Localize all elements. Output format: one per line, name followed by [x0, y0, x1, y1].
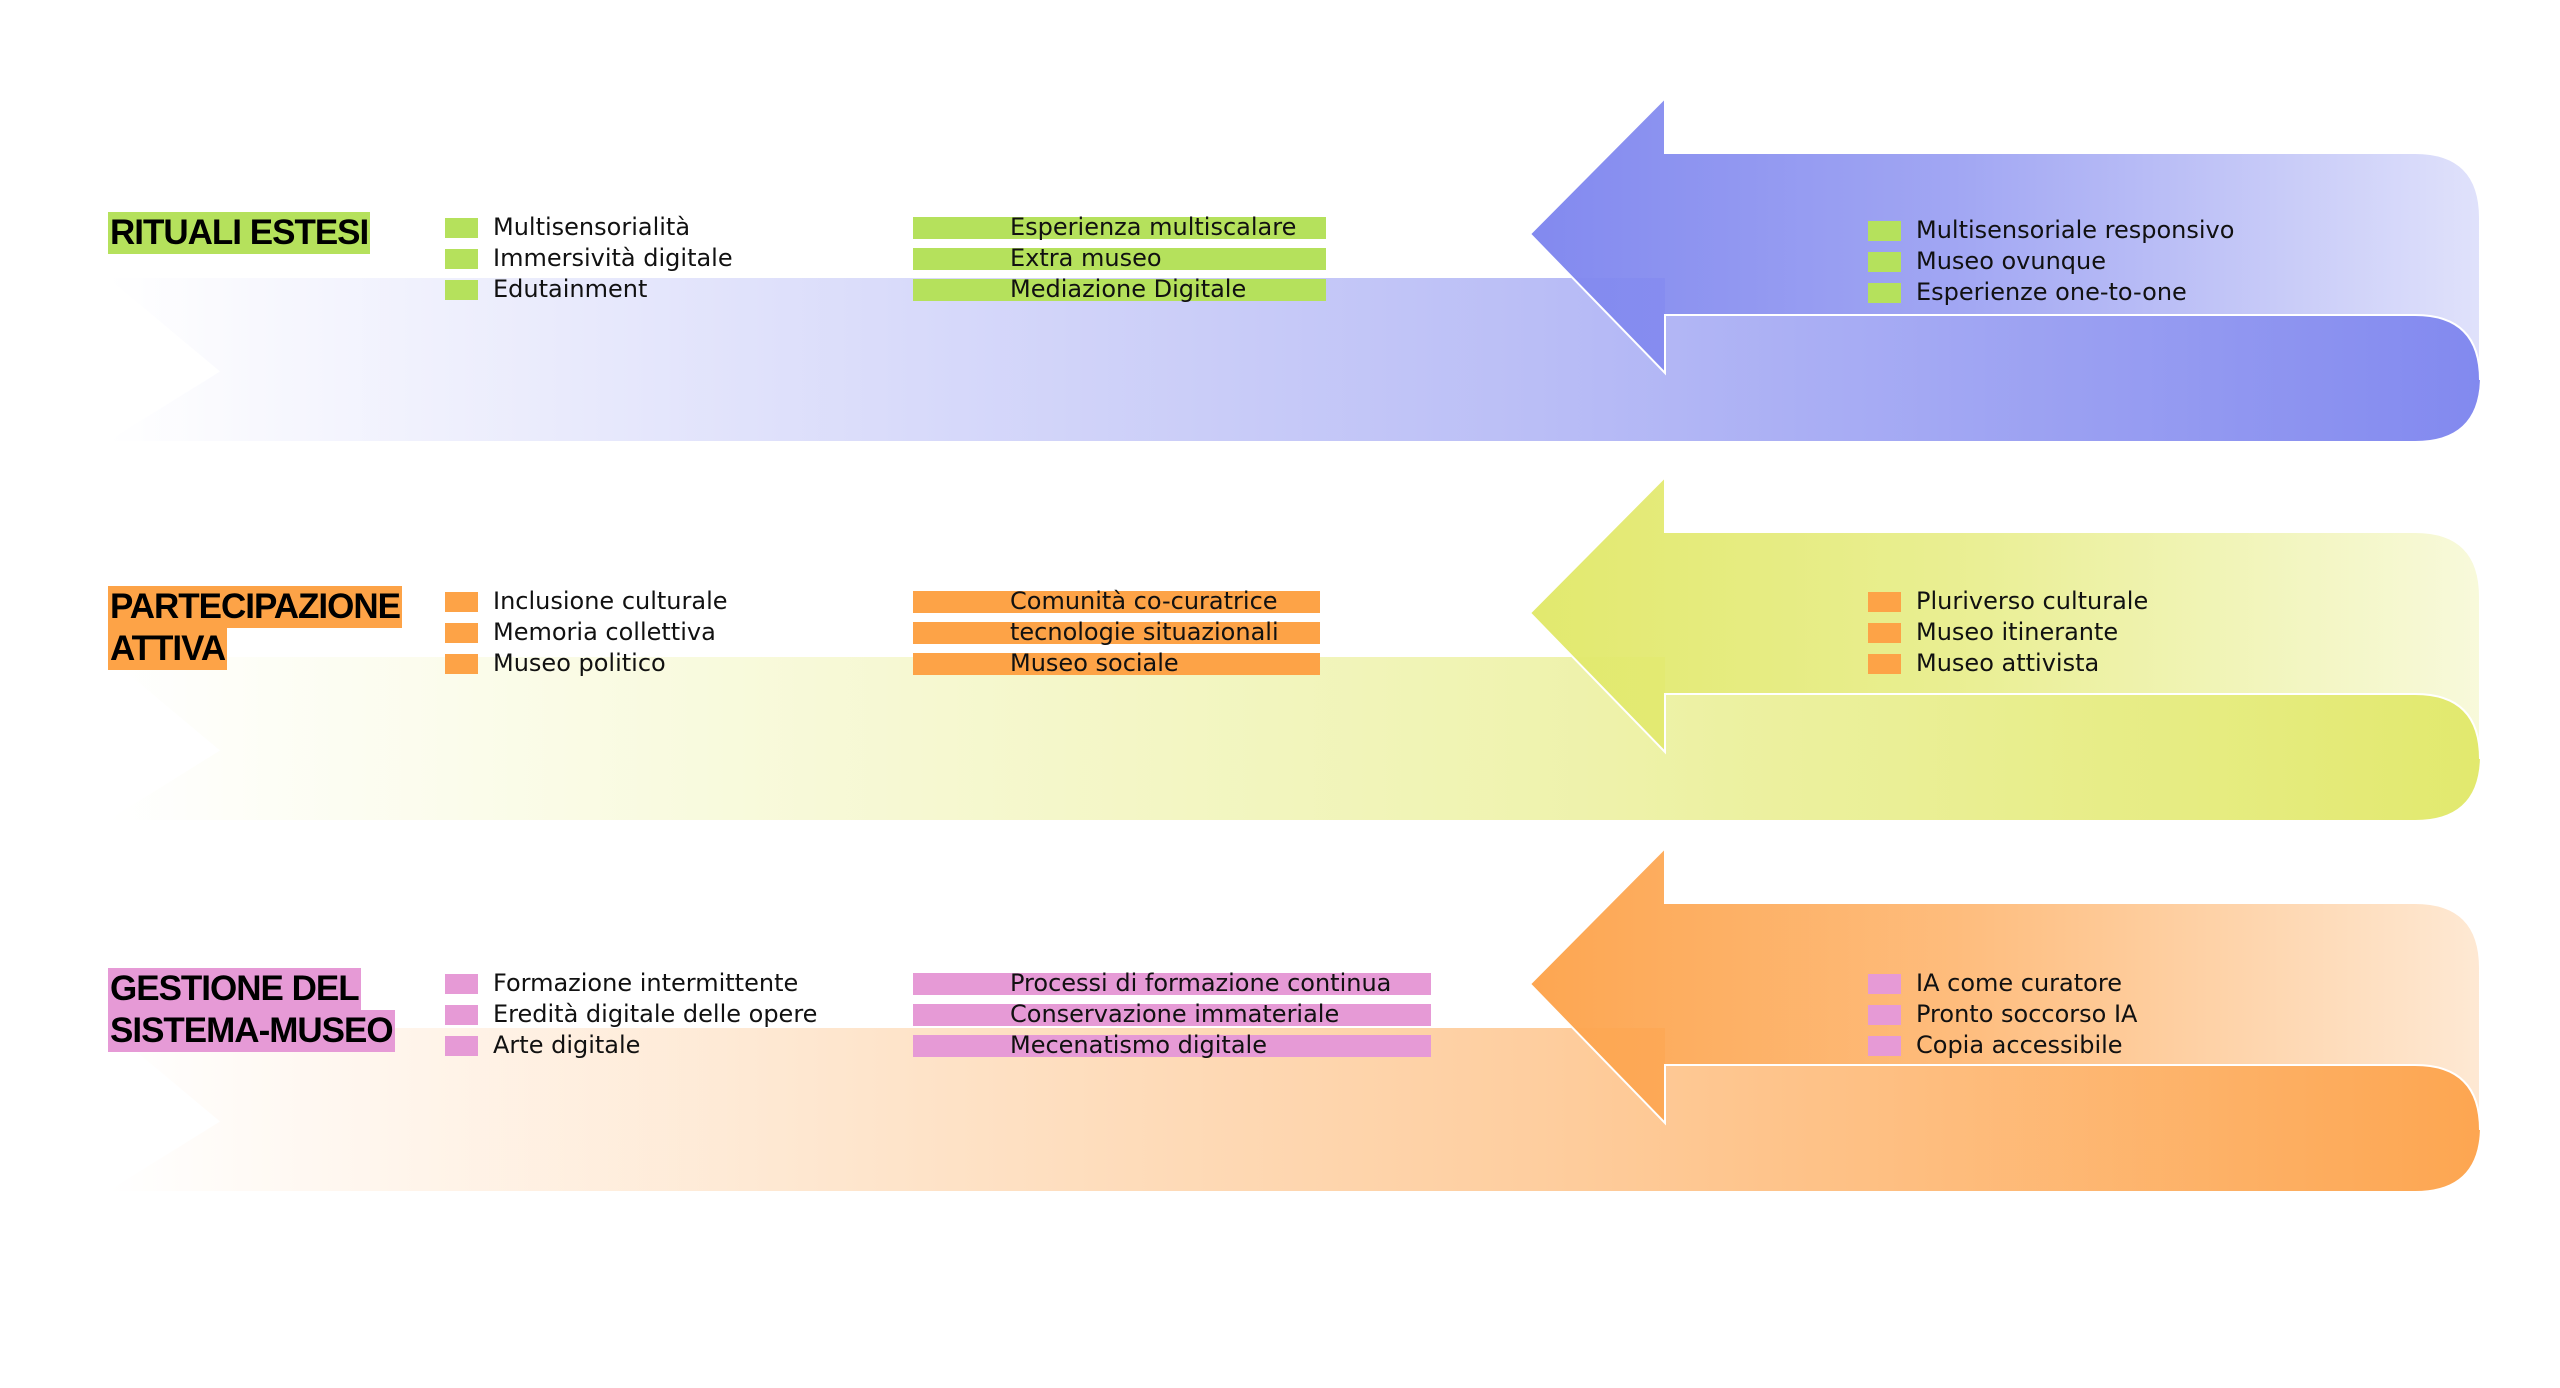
- list-item-label: Formazione intermittente: [493, 969, 799, 997]
- marker-square: [1868, 221, 1901, 241]
- list-item-label: Esperienza multiscalare: [1010, 213, 1297, 241]
- list-item-label: Arte digitale: [493, 1031, 641, 1059]
- marker-square: [445, 623, 478, 643]
- highlight-bar: [913, 1035, 1431, 1057]
- list-item-label: Pluriverso culturale: [1916, 587, 2149, 615]
- row-title: RITUALI ESTESI: [108, 212, 371, 254]
- list-item-label: Museo attivista: [1916, 649, 2100, 677]
- list-item-label: Inclusione culturale: [493, 587, 728, 615]
- marker-square: [445, 592, 478, 612]
- row-title: GESTIONE DEL SISTEMA-MUSEO: [108, 968, 395, 1052]
- highlight-bar: [913, 1004, 1431, 1026]
- row-title-line: ATTIVA: [108, 628, 228, 670]
- list-item-label: Immersività digitale: [493, 244, 733, 272]
- row-title-line: GESTIONE DEL: [108, 968, 361, 1010]
- marker-square: [445, 280, 478, 300]
- row-title: PARTECIPAZIONE ATTIVA: [108, 586, 402, 670]
- list-item-label: Museo politico: [493, 649, 666, 677]
- list-item-label: Museo sociale: [1010, 649, 1179, 677]
- return-arrow: [1528, 474, 2481, 760]
- flow-band: [108, 657, 2480, 820]
- highlight-bar: [913, 973, 1431, 995]
- marker-square: [1868, 252, 1901, 272]
- list-item-label: Memoria collettiva: [493, 618, 716, 646]
- marker-square: [1868, 1036, 1901, 1056]
- list-item-label: Conservazione immateriale: [1010, 1000, 1340, 1028]
- marker-square: [1868, 974, 1901, 994]
- marker-square: [1868, 623, 1901, 643]
- marker-square: [445, 1036, 478, 1056]
- list-item-label: Museo ovunque: [1916, 247, 2107, 275]
- list-item-label: Eredità digitale delle opere: [493, 1000, 818, 1028]
- list-item-label: Multisensoriale responsivo: [1916, 216, 2235, 244]
- row-title-line: SISTEMA-MUSEO: [108, 1010, 395, 1052]
- list-item-label: tecnologie situazionali: [1010, 618, 1279, 646]
- marker-square: [1868, 592, 1901, 612]
- list-item-label: Esperienze one-to-one: [1916, 278, 2187, 306]
- marker-square: [445, 218, 478, 238]
- flow-arrows: [108, 95, 2481, 1191]
- marker-square: [445, 974, 478, 994]
- flow-band: [108, 278, 2480, 441]
- list-item-label: Mediazione Digitale: [1010, 275, 1247, 303]
- highlight-bar: [913, 217, 1326, 239]
- highlight-bar: [913, 653, 1320, 675]
- marker-square: [1868, 1005, 1901, 1025]
- marker-square: [445, 654, 478, 674]
- list-item-label: IA come curatore: [1916, 969, 2122, 997]
- list-item-label: Comunità co-curatrice: [1010, 587, 1278, 615]
- list-item-label: Edutainment: [493, 275, 648, 303]
- list-item-label: Copia accessibile: [1916, 1031, 2123, 1059]
- list-item-label: Multisensorialità: [493, 213, 691, 241]
- marker-square: [445, 1005, 478, 1025]
- row-title-line: RITUALI ESTESI: [108, 212, 371, 254]
- list-item-label: Mecenatismo digitale: [1010, 1031, 1267, 1059]
- return-arrow: [1528, 95, 2481, 381]
- marker-square: [1868, 283, 1901, 303]
- marker-square: [445, 249, 478, 269]
- highlight-bar: [913, 622, 1320, 644]
- list-item-label: Museo itinerante: [1916, 618, 2119, 646]
- row-title-line: PARTECIPAZIONE: [108, 586, 402, 628]
- flow-band: [108, 1028, 2480, 1191]
- row-gestione-sistema-museo: GESTIONE DEL SISTEMA-MUSEO Formazione in…: [0, 968, 2560, 1388]
- highlight-bar: [913, 591, 1320, 613]
- row-partecipazione-attiva: PARTECIPAZIONE ATTIVA Inclusione cultura…: [0, 586, 2560, 1006]
- marker-square: [1868, 654, 1901, 674]
- list-item-label: Processi di formazione continua: [1010, 969, 1392, 997]
- list-item-label: Pronto soccorso IA: [1916, 1000, 2138, 1028]
- highlight-bar: [913, 279, 1326, 301]
- row-rituali-estesi: RITUALI ESTESI Multisensorialità Immersi…: [0, 212, 2560, 632]
- highlight-bar: [913, 248, 1326, 270]
- list-item-label: Extra museo: [1010, 244, 1162, 272]
- return-arrow: [1528, 845, 2481, 1131]
